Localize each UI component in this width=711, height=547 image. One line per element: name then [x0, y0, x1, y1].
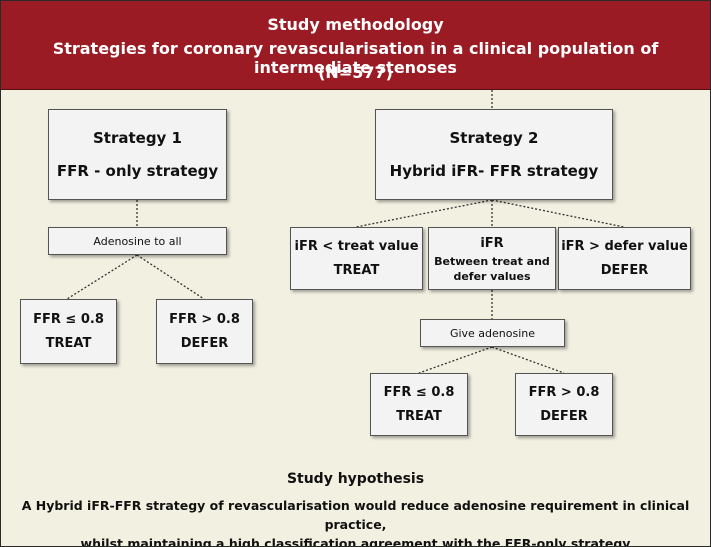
connector-adenosine-s2-treat — [418, 346, 493, 374]
hypothesis-line1: A Hybrid iFR-FFR strategy of revasculari… — [21, 498, 690, 532]
connector-adenosine-s2-defer — [491, 346, 565, 374]
strategy2-label: Hybrid iFR- FFR strategy — [389, 161, 599, 180]
strategy1-adenosine-label: Adenosine to all — [93, 234, 182, 248]
strategy2-ifr-between-line1: iFR — [480, 235, 504, 251]
diagram-title: Study methodology — [267, 15, 444, 34]
strategy1-ffr-treat-line2: TREAT — [45, 335, 92, 351]
strategy2-ifr-treat-line1: iFR < treat value — [294, 238, 419, 254]
strategy1-adenosine-box: Adenosine to all — [48, 227, 227, 255]
strategy2-ffr-defer-line2: DEFER — [540, 408, 588, 424]
strategy2-ifr-between-line2: Between treat and — [434, 254, 550, 268]
strategy2-ifr-defer-line1: iFR > defer value — [561, 238, 688, 254]
hypothesis-line2: whilst maintaining a high classification… — [80, 536, 631, 547]
hypothesis-text: A Hybrid iFR-FFR strategy of revasculari… — [11, 496, 700, 547]
strategy2-ffr-treat-line2: TREAT — [396, 408, 442, 424]
connector-s2-ifr-defer — [491, 199, 625, 228]
strategy1-ffr-defer-box: FFR > 0.8 DEFER — [156, 299, 253, 364]
strategy1-ffr-treat-line1: FFR ≤ 0.8 — [33, 311, 104, 327]
strategy1-ffr-defer-line2: DEFER — [180, 335, 229, 351]
strategy1-name: Strategy 1 — [92, 128, 182, 147]
strategy2-adenosine-label: Give adenosine — [449, 326, 536, 340]
strategy2-ifr-treat-box: iFR < treat value TREAT — [290, 227, 423, 290]
strategy2-ifr-defer-line2: DEFER — [600, 262, 649, 278]
strategy2-box: Strategy 2 Hybrid iFR- FFR strategy — [375, 109, 613, 200]
connector-adenosine-ffr-defer — [136, 254, 205, 300]
strategy1-box: Strategy 1 FFR - only strategy — [48, 109, 227, 200]
strategy2-ffr-treat-box: FFR ≤ 0.8 TREAT — [370, 373, 468, 436]
strategy1-label: FFR - only strategy — [56, 161, 219, 180]
strategy2-ffr-defer-line1: FFR > 0.8 — [528, 384, 600, 400]
strategy2-ifr-treat-line2: TREAT — [333, 262, 380, 278]
strategy2-name: Strategy 2 — [449, 128, 539, 147]
strategy2-adenosine-box: Give adenosine — [420, 319, 565, 347]
connector-s2-ifr-treat — [355, 199, 493, 228]
diagram-subtitle: Strategies for coronary revascularisatio… — [52, 39, 659, 77]
strategy1-ffr-treat-box: FFR ≤ 0.8 TREAT — [20, 299, 117, 364]
hypothesis-title: Study hypothesis — [286, 471, 425, 487]
strategy2-ffr-defer-box: FFR > 0.8 DEFER — [515, 373, 613, 436]
strategy1-ffr-defer-line1: FFR > 0.8 — [169, 311, 240, 327]
strategy2-ffr-treat-line1: FFR ≤ 0.8 — [383, 384, 455, 400]
strategy2-ifr-between-box: iFR Between treat and defer values — [428, 227, 556, 290]
strategy2-ifr-defer-box: iFR > defer value DEFER — [558, 227, 691, 290]
population-count: (N=577) — [318, 63, 393, 82]
strategy2-ifr-between-line3: defer values — [453, 269, 531, 283]
connector-adenosine-ffr-treat — [66, 254, 138, 300]
header-banner: Study methodology Strategies for coronar… — [1, 1, 710, 90]
